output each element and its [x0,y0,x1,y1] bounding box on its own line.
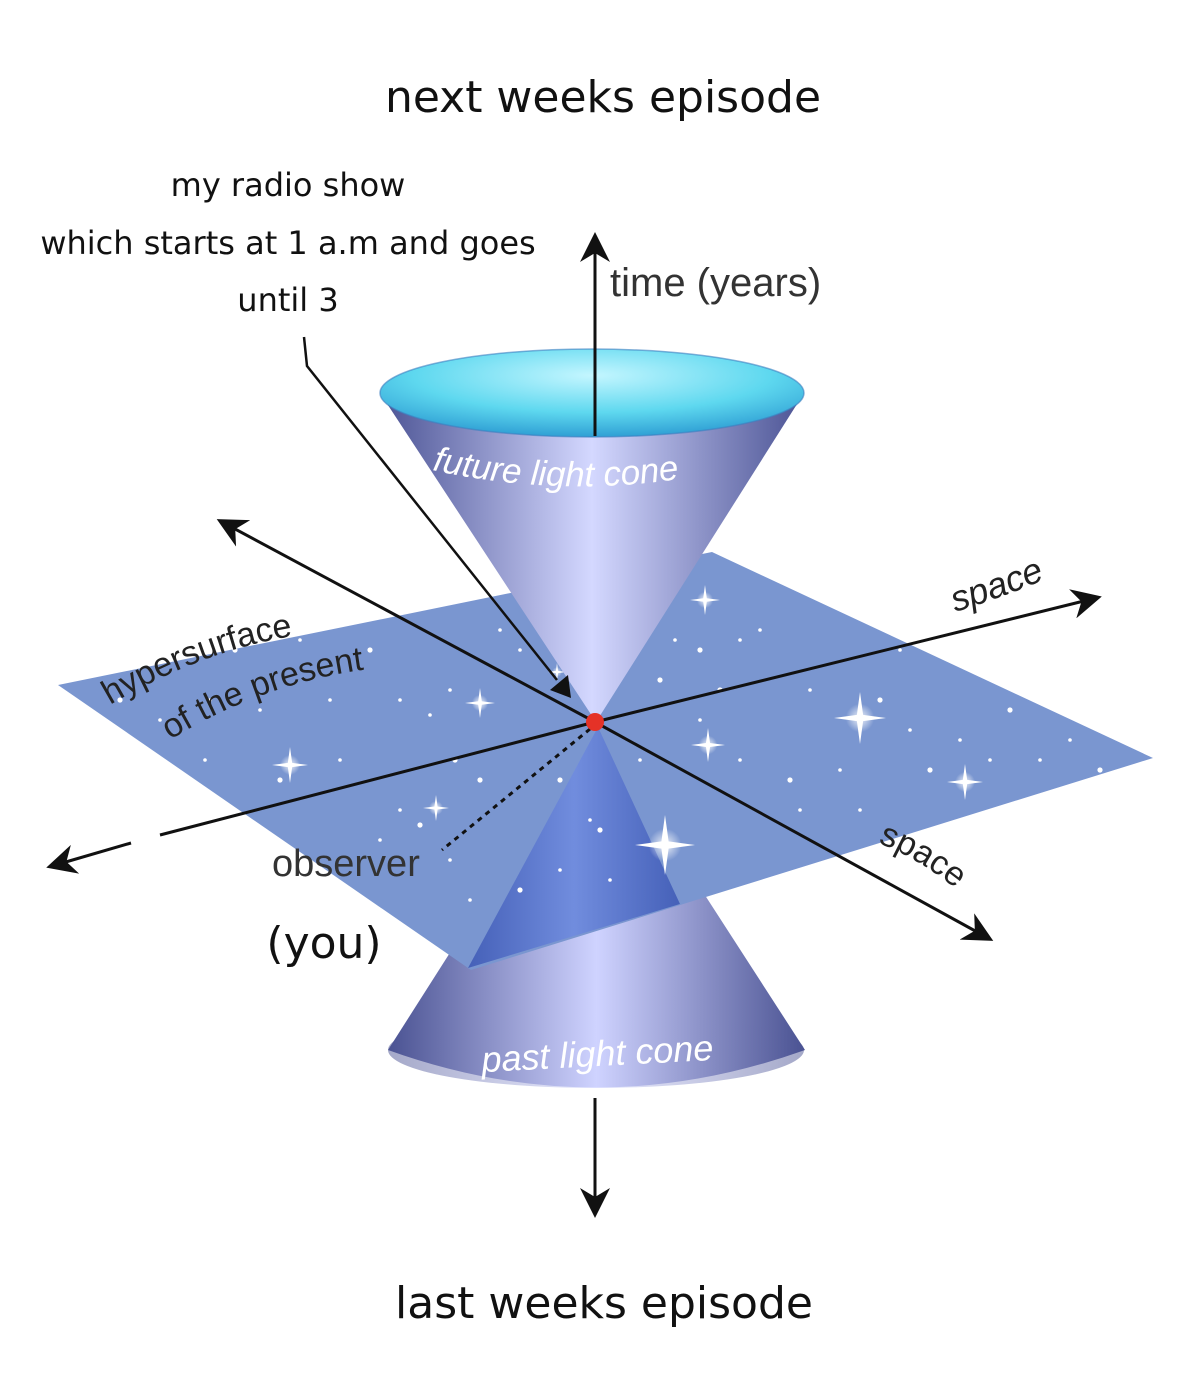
star-dot [448,688,452,692]
star-dot [877,697,883,703]
future-light-cone [379,348,805,722]
star-dot [758,628,762,632]
star-dot [517,887,523,893]
star-dot [838,768,842,772]
observer-label: observer [272,843,420,885]
star-dot [158,718,162,722]
star-dot [367,647,373,653]
star-dot [468,898,472,902]
star-dot [398,808,402,812]
star-dot [673,638,677,642]
star-dot [958,738,962,742]
star-dot [927,767,933,773]
star-dot [638,758,642,762]
star-dot [738,638,742,642]
star-dot [448,858,452,862]
space-axis-horizontal-left [159,720,596,837]
star-dot [808,688,812,692]
star-dot [988,758,992,762]
bottom-caption: last weeks episode [395,1278,813,1329]
star-dot [258,708,262,712]
star-dot [203,758,207,762]
star-dot [698,718,702,722]
observer-dot [586,713,604,731]
star-dot [417,822,423,828]
star-field [117,585,1103,902]
sparkle-star [548,663,566,681]
past-cone-through-plane [468,727,680,968]
star-dot [657,677,663,683]
star-dot [338,758,342,762]
star-dot [558,868,562,872]
radio-show-pointer [302,336,571,698]
star-dot [428,713,432,717]
sparkle-star [834,692,886,744]
star-dot [378,838,382,842]
axes [46,232,1102,1218]
star-dot [738,758,742,762]
sparkle-star [635,815,695,875]
star-dot [277,777,283,783]
star-dot [1007,707,1013,713]
star-dot [328,698,332,702]
star-dot [858,808,862,812]
star-dot [1068,738,1072,742]
space-axis-left-tail [46,841,132,874]
sparkle-star [272,747,308,783]
space-axis-diagonal-2 [594,720,994,941]
star-dot [518,648,522,652]
sparkle-star [465,688,495,718]
star-dot [1097,767,1103,773]
observer-pointer [441,727,591,852]
top-caption: next weeks episode [385,72,821,123]
star-dot [787,777,793,783]
sparkle-star [423,795,449,821]
radio-show-line-1: my radio show [171,166,406,204]
observer-you-caption: (you) [266,918,381,969]
star-dot [398,698,402,702]
star-dot [232,647,238,653]
star-dot [898,648,902,652]
space-axis-horizontal-right [594,589,1102,724]
star-dot [477,777,483,783]
sparkle-star [690,585,720,615]
star-dot [1038,758,1042,762]
star-dot [117,697,123,703]
star-dot [608,878,612,882]
star-dot [557,777,563,783]
time-axis-label: time (years) [610,261,821,305]
star-dot [798,808,802,812]
radio-show-line-3: until 3 [237,281,338,319]
sparkle-star [947,764,983,800]
space-label-right: space [945,549,1048,620]
space-axis-diagonal-1 [216,519,596,724]
sparkle-star [691,728,725,762]
radio-show-line-2: which starts at 1 a.m and goes [40,224,535,262]
star-dot [588,818,592,822]
star-dot [697,647,703,653]
star-dot [498,628,502,632]
star-dot [597,827,603,833]
star-dot [208,698,212,702]
star-dot [908,728,912,732]
star-dot [298,638,302,642]
